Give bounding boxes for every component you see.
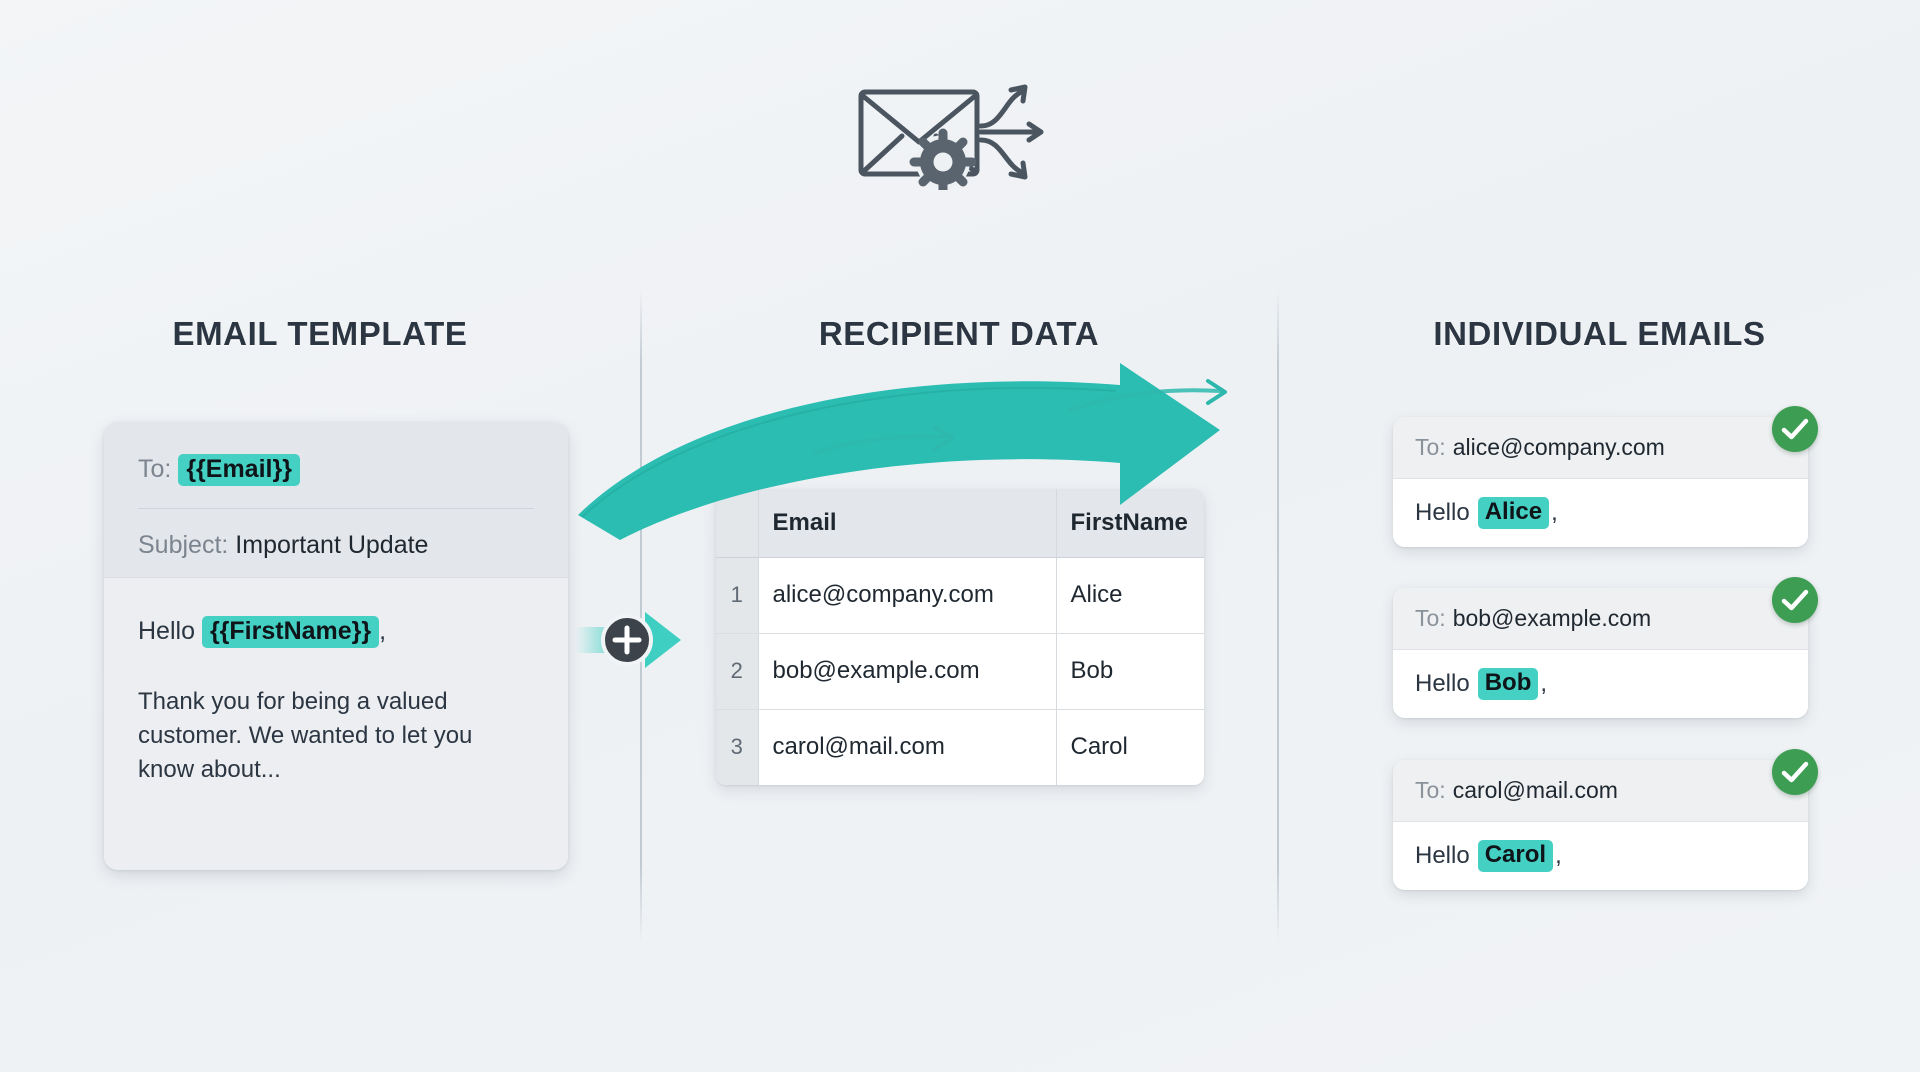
cell-firstname[interactable]: Carol — [1070, 733, 1128, 761]
email-greeting-prefix: Hello — [1415, 842, 1470, 869]
email-card-body: Hello Bob, — [1393, 650, 1808, 718]
column-title-individual-emails: INDIVIDUAL EMAILS — [1433, 315, 1766, 352]
email-to-label: To: — [1415, 605, 1446, 631]
email-merged-name: Bob — [1477, 668, 1539, 700]
cell-email[interactable]: alice@company.com — [758, 557, 1057, 634]
email-card-header: To: bob@example.com — [1393, 588, 1808, 650]
table-header-firstname[interactable]: FirstName — [1056, 489, 1204, 558]
check-circle-icon — [1772, 749, 1818, 795]
template-firstname-merge-field[interactable]: {{FirstName}} — [201, 616, 380, 649]
table-row[interactable]: 2 bob@example.com Bob — [716, 633, 1204, 710]
merge-connector — [575, 592, 695, 688]
template-to-row: To: {{Email}} — [138, 454, 534, 487]
email-merged-name: Alice — [1477, 497, 1550, 529]
email-card-body: Hello Carol, — [1393, 822, 1808, 890]
email-greeting-suffix: , — [1555, 842, 1562, 869]
mail-merge-header-icon — [855, 70, 1065, 196]
row-number: 3 — [716, 709, 759, 785]
table-header-row: Email FirstName — [716, 489, 1204, 558]
table-row[interactable]: 1 alice@company.com Alice — [716, 557, 1204, 634]
column-title-email-template: EMAIL TEMPLATE — [172, 315, 468, 352]
email-card-body: Hello Alice, — [1393, 479, 1808, 547]
cell-email[interactable]: carol@mail.com — [758, 709, 1057, 785]
email-greeting-prefix: Hello — [1415, 499, 1470, 526]
email-to-label: To: — [1415, 777, 1446, 803]
template-greeting-prefix: Hello — [138, 617, 195, 645]
column-divider-left — [640, 288, 642, 943]
email-template-card[interactable]: To: {{Email}} Subject: Important Update … — [104, 422, 568, 870]
column-title-recipient-data: RECIPIENT DATA — [818, 315, 1100, 352]
template-greeting-suffix: , — [379, 617, 387, 645]
check-circle-icon — [1772, 406, 1818, 452]
email-card-header: To: alice@company.com — [1393, 417, 1808, 479]
template-paragraph: Thank you for being a valued customer. W… — [138, 688, 473, 784]
cell-email[interactable]: bob@example.com — [758, 633, 1057, 710]
flow-spark-arrow-lower — [813, 425, 954, 455]
template-subject-label: Subject: — [138, 531, 229, 560]
table-header-email[interactable]: Email — [758, 489, 1057, 558]
table-row[interactable]: 3 carol@mail.com Carol — [716, 709, 1204, 785]
cell-firstname[interactable]: Bob — [1056, 633, 1204, 710]
template-subject-row: Subject: Important Update — [138, 531, 534, 560]
email-greeting-suffix: , — [1551, 499, 1558, 526]
template-greeting-line: Hello {{FirstName}}, — [138, 616, 534, 649]
flow-spark-arrow-upper — [1068, 379, 1227, 412]
column-divider-right — [1277, 288, 1279, 943]
template-divider — [138, 508, 534, 510]
row-number: 2 — [716, 633, 759, 710]
email-to-label: To: — [1415, 434, 1446, 460]
check-circle-icon — [1772, 577, 1818, 623]
email-merged-name: Carol — [1477, 840, 1554, 872]
cell-firstname[interactable]: Alice — [1056, 557, 1204, 634]
email-greeting-prefix: Hello — [1415, 670, 1470, 697]
email-to-value: bob@example.com — [1452, 605, 1652, 631]
email-card-header: To: carol@mail.com — [1393, 760, 1808, 822]
template-body[interactable]: Hello {{FirstName}}, Thank you for being… — [104, 577, 568, 870]
email-to-value: alice@company.com — [1452, 434, 1665, 460]
row-number: 1 — [716, 557, 759, 634]
individual-email-card[interactable]: To: alice@company.com Hello Alice, — [1393, 417, 1808, 547]
template-header-fields: To: {{Email}} Subject: Important Update — [104, 422, 568, 577]
recipient-data-table[interactable]: Email FirstName 1 alice@company.com Alic… — [716, 489, 1204, 785]
template-subject-value[interactable]: Important Update — [235, 531, 429, 560]
individual-email-card[interactable]: To: carol@mail.com Hello Carol, — [1393, 760, 1808, 890]
template-to-label: To: — [138, 455, 172, 483]
email-to-value: carol@mail.com — [1452, 777, 1618, 803]
template-to-merge-field[interactable]: {{Email}} — [178, 454, 300, 487]
email-greeting-suffix: , — [1540, 670, 1548, 697]
individual-email-card[interactable]: To: bob@example.com Hello Bob, — [1393, 588, 1808, 718]
table-header-gutter — [716, 489, 759, 558]
